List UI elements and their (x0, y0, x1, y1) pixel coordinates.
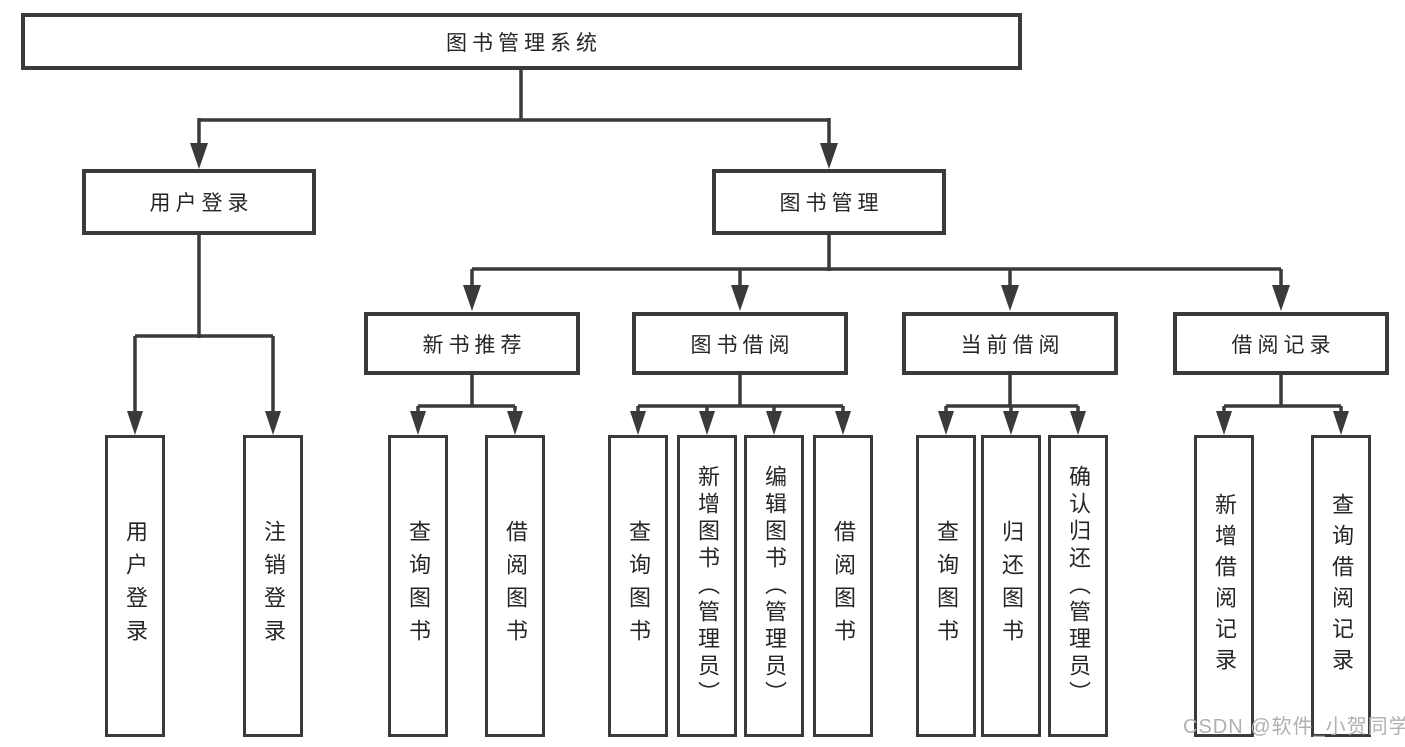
node-borrow-records-label: 借阅记录 (1231, 333, 1336, 357)
connector-new-book (416, 373, 517, 414)
leaf-edit-books-admin-label: 编辑图书（管理员） (762, 464, 787, 708)
node-current-borrow: 当前借阅 (902, 312, 1118, 375)
arrow-down-icon (731, 285, 749, 311)
csdn-watermark: CSDN @软件_小贺同学 (1183, 716, 1405, 738)
connector-current-borrow (944, 373, 1080, 414)
arrow-down-icon (265, 411, 281, 435)
connector-borrow-records (1222, 373, 1343, 414)
node-new-book-recommend: 新书推荐 (364, 312, 580, 375)
leaf-edit-books-admin: 编辑图书（管理员） (744, 435, 804, 737)
arrow-down-icon (1272, 285, 1290, 311)
connector-user-login (133, 233, 275, 414)
leaf-user-login: 用户登录 (105, 435, 165, 737)
leaf-query-borrow-record: 查询借阅记录 (1311, 435, 1371, 737)
leaf-logout-label: 注销登录 (261, 520, 286, 652)
arrow-down-icon (127, 411, 143, 435)
arrow-down-icon (1001, 285, 1019, 311)
leaf-borrow-books-1-label: 借阅图书 (503, 520, 528, 652)
leaf-borrow-books-2: 借阅图书 (813, 435, 873, 737)
leaf-logout: 注销登录 (243, 435, 303, 737)
arrow-down-icon (1333, 411, 1349, 435)
node-root-label: 图书管理系统 (446, 31, 602, 55)
node-book-management-label: 图书管理 (779, 192, 884, 215)
node-book-borrow-label: 图书借阅 (690, 333, 795, 357)
node-user-login-label: 用户登录 (149, 192, 254, 215)
leaf-query-books-1: 查询图书 (388, 435, 448, 737)
leaf-return-books: 归还图书 (981, 435, 1041, 737)
leaf-query-borrow-record-label: 查询借阅记录 (1329, 493, 1354, 679)
arrow-down-icon (507, 411, 523, 435)
node-current-borrow-label: 当前借阅 (960, 333, 1065, 357)
node-root: 图书管理系统 (21, 13, 1022, 70)
leaf-return-books-label: 归还图书 (999, 520, 1024, 652)
arrow-down-icon (630, 411, 646, 435)
connector-root (197, 68, 831, 145)
leaf-user-login-label: 用户登录 (123, 520, 148, 652)
leaf-add-borrow-record-label: 新增借阅记录 (1212, 493, 1237, 679)
leaf-query-books-3: 查询图书 (916, 435, 976, 737)
node-book-management: 图书管理 (712, 169, 946, 235)
leaf-add-books-admin-label: 新增图书（管理员） (695, 464, 720, 708)
arrow-down-icon (1003, 411, 1019, 435)
leaf-borrow-books-1: 借阅图书 (485, 435, 545, 737)
arrow-down-icon (190, 143, 208, 169)
node-new-book-recommend-label: 新书推荐 (422, 333, 527, 357)
node-book-borrow: 图书借阅 (632, 312, 848, 375)
arrow-down-icon (1216, 411, 1232, 435)
connector-book-management (470, 233, 1283, 288)
node-user-login: 用户登录 (82, 169, 316, 235)
leaf-confirm-return-admin: 确认归还（管理员） (1048, 435, 1108, 737)
leaf-query-books-3-label: 查询图书 (934, 520, 959, 652)
leaf-query-books-1-label: 查询图书 (406, 520, 431, 652)
arrow-down-icon (699, 411, 715, 435)
leaf-add-borrow-record: 新增借阅记录 (1194, 435, 1254, 737)
leaf-query-books-2: 查询图书 (608, 435, 668, 737)
leaf-add-books-admin: 新增图书（管理员） (677, 435, 737, 737)
arrow-down-icon (835, 411, 851, 435)
arrow-down-icon (410, 411, 426, 435)
arrow-down-icon (1070, 411, 1086, 435)
arrow-down-icon (766, 411, 782, 435)
leaf-query-books-2-label: 查询图书 (626, 520, 651, 652)
arrow-down-icon (938, 411, 954, 435)
leaf-confirm-return-admin-label: 确认归还（管理员） (1066, 464, 1091, 708)
leaf-borrow-books-2-label: 借阅图书 (831, 520, 856, 652)
arrow-down-icon (820, 143, 838, 169)
arrow-down-icon (463, 285, 481, 311)
connector-book-borrow (636, 373, 845, 414)
node-borrow-records: 借阅记录 (1173, 312, 1389, 375)
